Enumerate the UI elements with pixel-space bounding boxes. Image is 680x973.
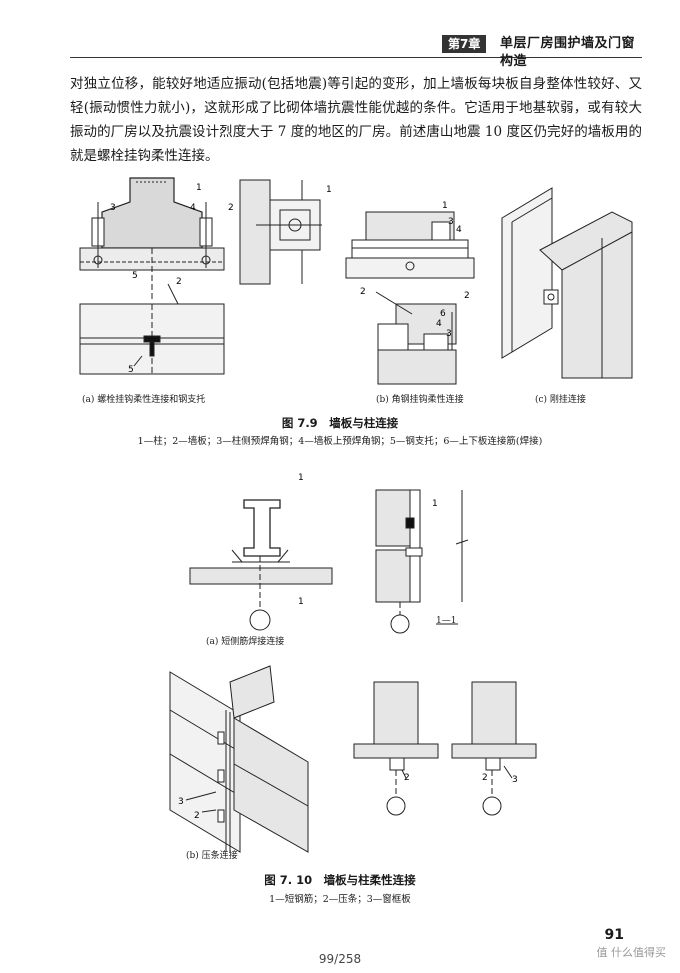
svg-text:3: 3 xyxy=(448,217,454,227)
fig-7-10b-section-right: 2 3 xyxy=(451,681,537,816)
svg-text:3: 3 xyxy=(512,775,518,785)
fig-7-9-legend: 1—柱；2—墙板；3—柱侧预焊角钢；4—墙板上预焊角钢；5—钢支托；6—上下板连… xyxy=(137,436,543,447)
svg-text:2: 2 xyxy=(404,773,410,783)
section-label: 1—1 xyxy=(436,616,457,626)
svg-text:4: 4 xyxy=(436,319,442,329)
fig-7-9-title: 图 7.9 墙板与柱连接 xyxy=(281,416,399,430)
chapter-title: 单层厂房围护墙及门窗构造 xyxy=(500,36,636,69)
svg-text:1: 1 xyxy=(432,499,438,509)
svg-text:2: 2 xyxy=(228,203,234,213)
fig-7-10a-caption: (a) 短侧筋焊接连接 xyxy=(206,637,285,647)
fig-7-10b-caption: (b) 压条连接 xyxy=(186,851,238,861)
svg-text:5: 5 xyxy=(132,271,138,281)
svg-text:2: 2 xyxy=(176,277,182,287)
fig-7-10b-section-left: 2 xyxy=(353,681,439,816)
fig-7-9a-drawing: 1 3 4 5 2 5 xyxy=(79,177,225,375)
fig-7-10b-drawing: 3 2 xyxy=(169,665,309,853)
page-progress: 99/258 xyxy=(318,952,362,966)
fig-7-10-title: 图 7. 10 墙板与柱柔性连接 xyxy=(264,873,416,887)
fig-7-9b-drawing: 1 2 1 3 4 2 2 6 4 3 xyxy=(228,179,475,385)
svg-text:5: 5 xyxy=(128,365,134,375)
fig-7-9c-caption: (c) 刚挂连接 xyxy=(535,395,586,405)
chapter-badge: 第7章 xyxy=(442,35,487,53)
fig-7-9a-caption: (a) 螺栓挂钩柔性连接和钢支托 xyxy=(82,395,206,405)
running-header: 第7章 单层厂房围护墙及门窗构造 xyxy=(70,31,642,69)
page-number: 91 xyxy=(604,927,624,943)
svg-text:4: 4 xyxy=(190,203,196,213)
svg-text:1: 1 xyxy=(298,597,304,607)
fig-7-10-section-drawing: 1 xyxy=(375,489,469,634)
watermark: 值 什么值得买 xyxy=(596,946,667,959)
fig-7-10-legend: 1—短钢筋；2—压条；3—窗框板 xyxy=(269,894,411,905)
svg-text:2: 2 xyxy=(194,811,200,821)
svg-text:1: 1 xyxy=(298,473,304,483)
svg-text:2: 2 xyxy=(360,287,366,297)
svg-text:2: 2 xyxy=(464,291,470,301)
svg-text:4: 4 xyxy=(456,225,462,235)
svg-text:3: 3 xyxy=(446,329,452,339)
svg-text:3: 3 xyxy=(178,797,184,807)
svg-text:1: 1 xyxy=(326,185,332,195)
fig-7-9b-caption: (b) 角钢挂钩柔性连接 xyxy=(376,395,464,405)
svg-text:6: 6 xyxy=(440,309,446,319)
svg-text:1: 1 xyxy=(442,201,448,211)
body-paragraph: 对独立位移，能较好地适应振动(包括地震)等引起的变形，加上墙板每块板自身整体性较… xyxy=(70,76,642,164)
fig-7-9c-drawing xyxy=(501,187,633,379)
svg-text:1: 1 xyxy=(196,183,202,193)
svg-text:3: 3 xyxy=(110,203,116,213)
svg-text:2: 2 xyxy=(482,773,488,783)
fig-7-10a-drawing: 1 1 xyxy=(189,473,333,631)
